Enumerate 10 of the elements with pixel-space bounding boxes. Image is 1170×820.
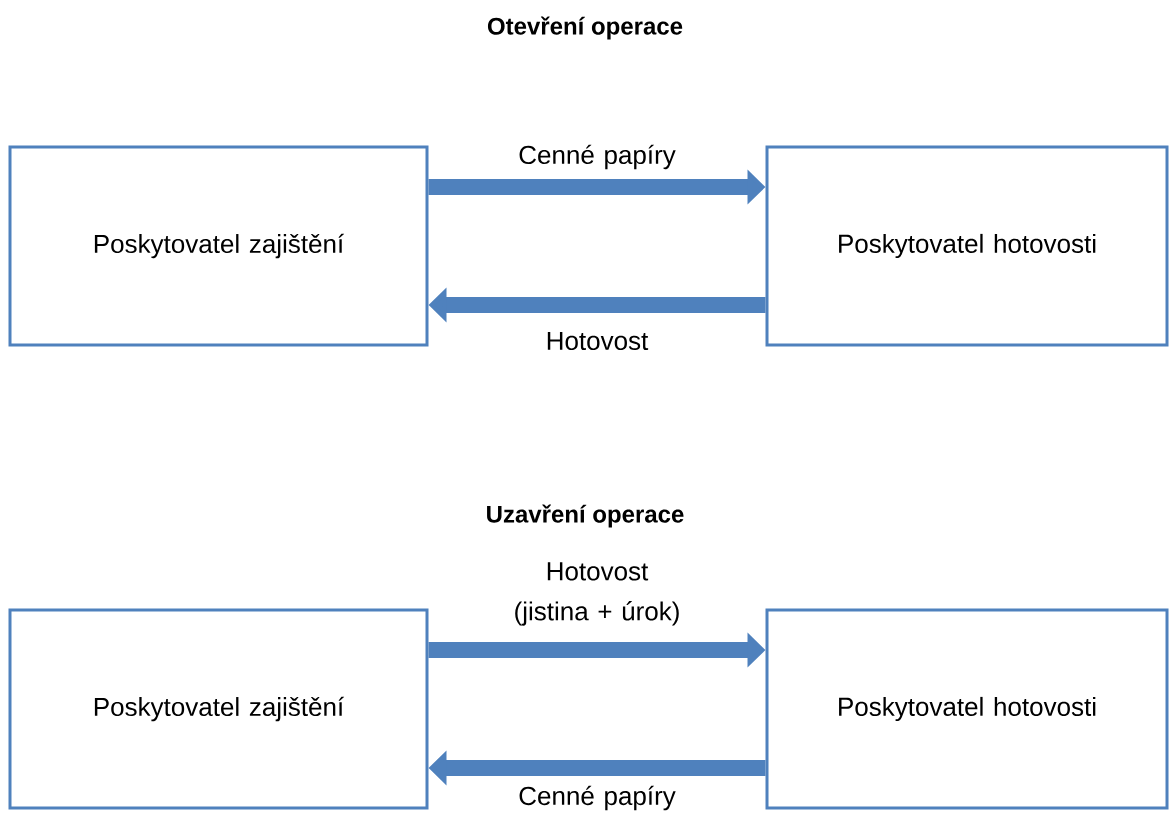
process-box: Poskytovatel hotovosti bbox=[765, 145, 1169, 347]
title: Otevření operace bbox=[487, 16, 683, 40]
edge-label: Hotovost (jistina + úrok) bbox=[515, 562, 679, 626]
title: Uzavření operace bbox=[487, 504, 684, 528]
edge-label: Hotovost bbox=[547, 331, 649, 351]
edge-label: Cenné papíry bbox=[519, 785, 676, 811]
process-box: Poskytovatel zajištění bbox=[8, 608, 429, 810]
process-box: Poskytovatel hotovosti bbox=[765, 608, 1169, 810]
edge-label: Cenné papíry bbox=[519, 144, 676, 170]
process-box: Poskytovatel zajištění bbox=[8, 145, 429, 347]
